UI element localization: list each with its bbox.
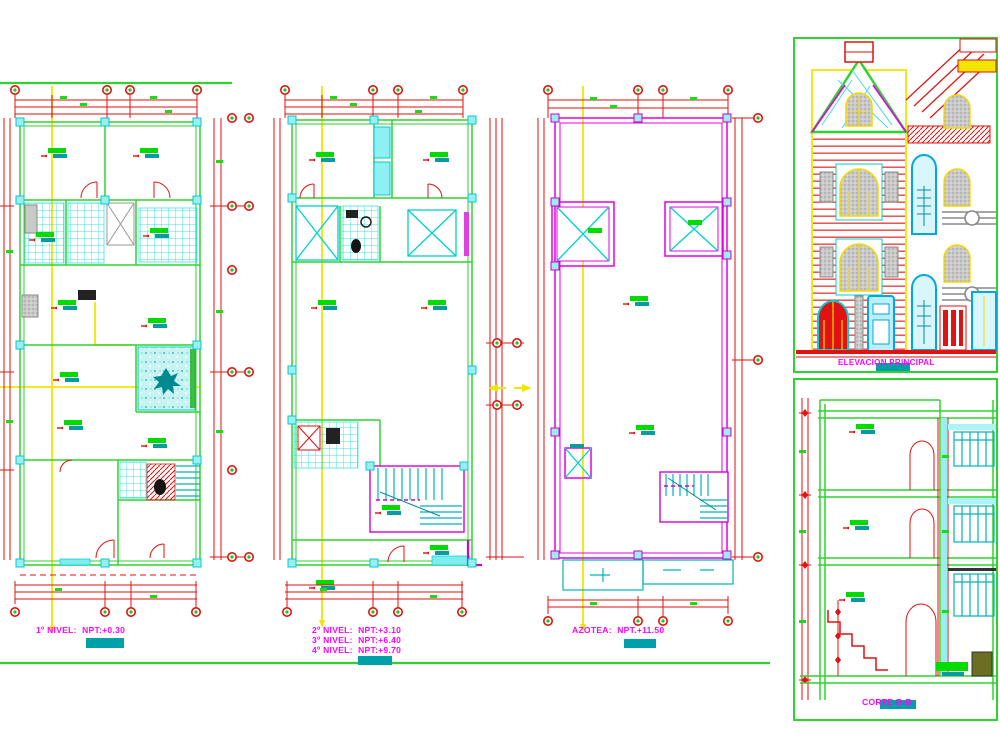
section-panel (793, 378, 998, 721)
closet (373, 126, 391, 159)
right-wing (905, 38, 997, 351)
balcony-edge (431, 555, 471, 566)
skylight-right (664, 201, 724, 257)
plan1-dimensions-bottom (14, 581, 197, 608)
patio-garden (137, 346, 196, 411)
floor-plan-level1 (0, 85, 254, 634)
plan1-title-underline (86, 638, 124, 648)
vent-shaft (564, 444, 592, 479)
plan2-dimensions-top (284, 95, 464, 118)
stove (78, 290, 96, 300)
entry-step (59, 558, 91, 566)
window-level2 (819, 238, 899, 296)
plan3-title: AZOTEA: NPT.+11.50 (572, 625, 665, 635)
duct-shaft (106, 202, 135, 246)
gable-window (845, 92, 873, 127)
elevation-panel (793, 37, 998, 373)
plan3-title-underline (624, 639, 656, 648)
section-windows (948, 424, 996, 617)
plan2-title-line3: 4º NIVEL: NPT:+9.70 (312, 645, 402, 655)
kitchen-counter (24, 204, 38, 234)
section-door-arches (905, 418, 949, 676)
plan2-walls (291, 119, 473, 566)
plan2-dimensions-bottom (285, 581, 463, 608)
light-well-right (407, 209, 457, 257)
stair-level1 (146, 463, 200, 501)
bath2-tile-floor (119, 461, 147, 499)
light-well-left (295, 205, 339, 261)
plan3-dimensions-bottom (547, 596, 729, 616)
ground-line (796, 350, 996, 354)
wall-accent (464, 212, 469, 256)
title-highlight (880, 700, 916, 709)
plan1-dimensions-top (14, 95, 198, 118)
section-structure (800, 399, 996, 700)
bathroom-tile-floor (67, 202, 105, 264)
section-title: CORTE B-B (862, 697, 912, 707)
appliance-grid (21, 294, 39, 318)
roof-plan-azotea (537, 85, 764, 632)
kitchen-typical (293, 421, 359, 469)
stair-typical (369, 465, 465, 533)
axis-arrow (488, 384, 506, 392)
roof-canopy (562, 559, 734, 591)
axis-arrow (514, 384, 532, 392)
roof-stair (659, 471, 729, 523)
plan2-title-line1: 2º NIVEL: NPT:+3.10 (312, 625, 402, 635)
ground-floor-left (817, 295, 895, 353)
elevation-title: ELEVACION PRINCIPAL (838, 358, 935, 367)
plan3-dimensions-top (547, 95, 729, 118)
closet (373, 161, 391, 196)
plan1-doors (59, 181, 171, 559)
title-highlight (876, 363, 910, 371)
bathroom-typical (341, 205, 379, 261)
window-level3 (819, 163, 899, 221)
section-stair (827, 600, 888, 676)
plan2-title-underline (358, 656, 392, 665)
floor-plan-typical (273, 85, 532, 628)
section-furniture (936, 651, 993, 677)
skylight-left (551, 201, 615, 267)
plan2-title-line2: 3º NIVEL: NPT:+6.40 (312, 635, 402, 645)
section-dimensions (799, 398, 811, 700)
toilet (154, 479, 166, 495)
plan1-title: 1º NIVEL: NPT:+0.30 (36, 625, 126, 635)
